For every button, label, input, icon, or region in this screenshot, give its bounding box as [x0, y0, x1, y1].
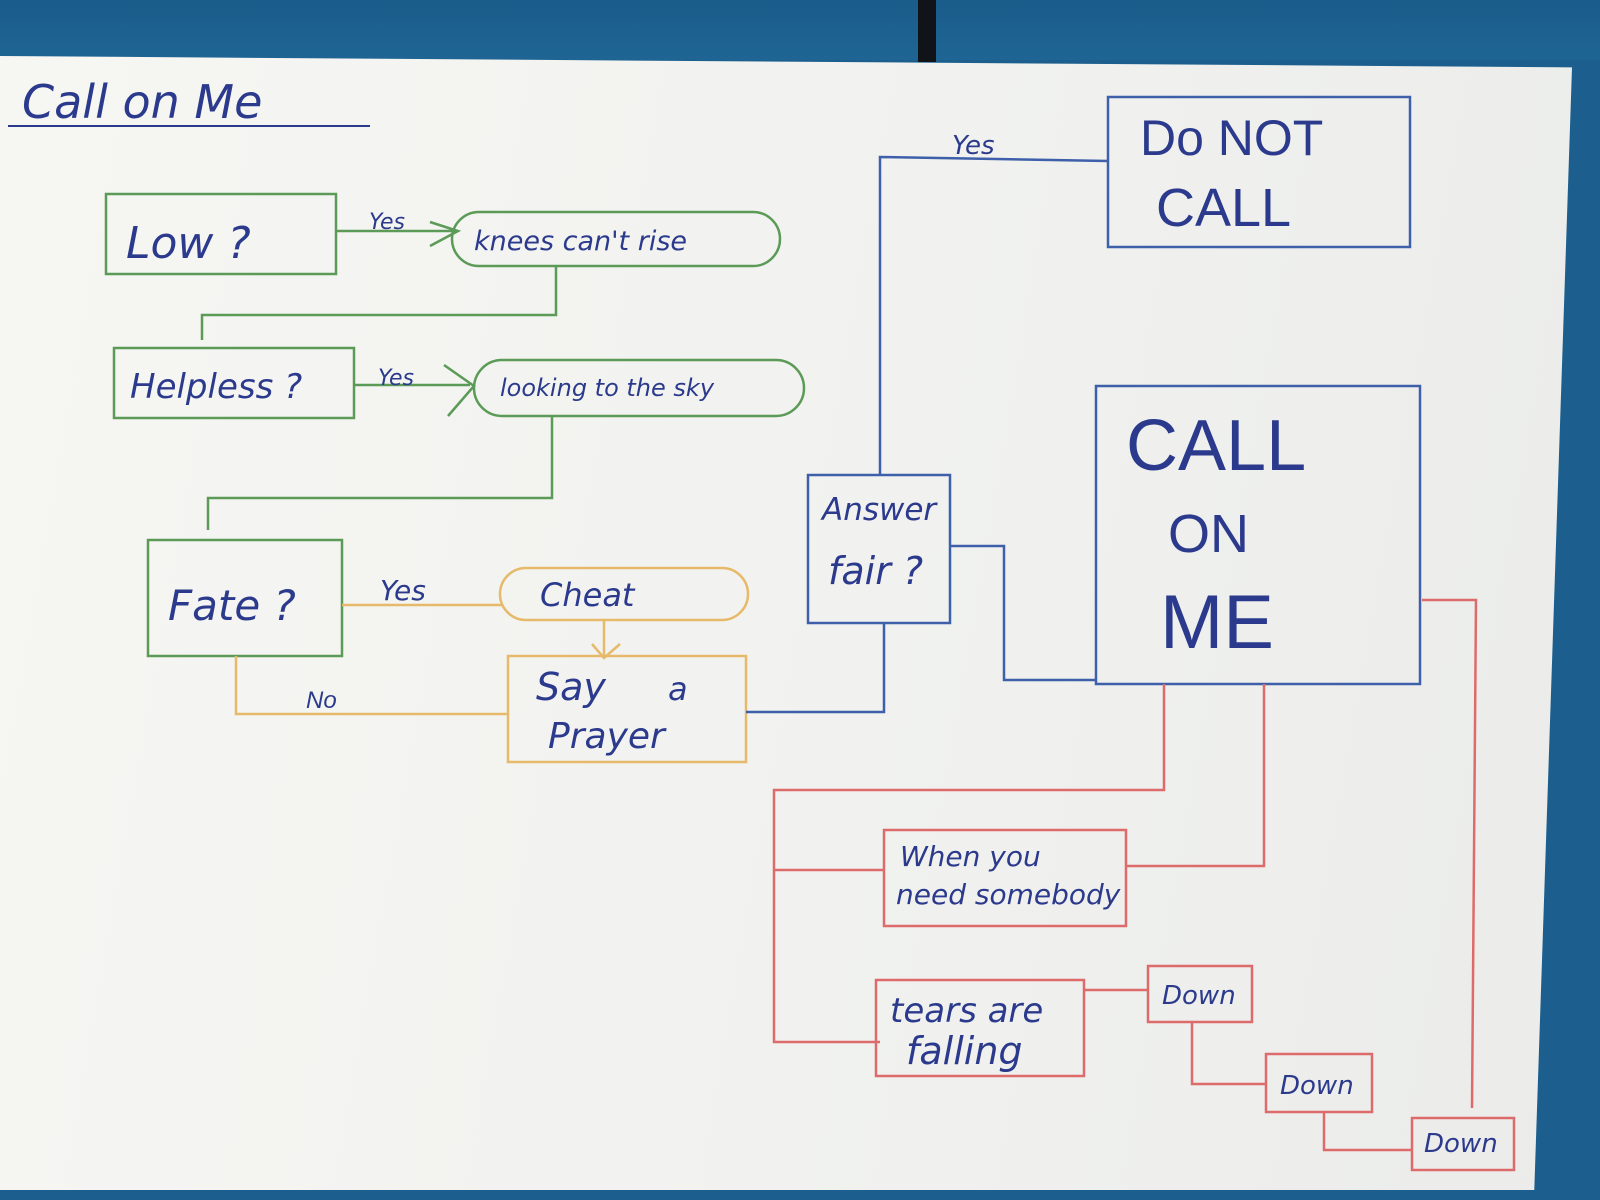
down1-label: Down: [1162, 981, 1236, 1011]
call-label: CALL: [1126, 406, 1306, 486]
down3-box: [1410, 1116, 1516, 1172]
do-not-call-label: CALL: [1156, 178, 1291, 238]
connector-looking-fate: [206, 416, 554, 530]
arrowhead-low-knees: [429, 220, 462, 248]
arrowhead-cheat-prayer: [591, 643, 621, 660]
looking-bubble: [472, 358, 806, 418]
down2-box: [1264, 1052, 1374, 1114]
helpless-label: Helpless ?: [130, 367, 302, 407]
answer-yes-label: Yes: [952, 131, 995, 161]
fate-box: [146, 538, 344, 658]
background-rod: [918, 0, 936, 62]
prayer-label: Prayer: [548, 716, 667, 757]
say-a-label: a: [668, 670, 688, 708]
knees-label: knees can't rise: [474, 226, 687, 257]
connector-fate-no: [234, 656, 508, 716]
connector-prayer-answer: [746, 624, 886, 714]
looking-label: looking to the sky: [500, 374, 715, 402]
low-yes-label: Yes: [369, 210, 405, 235]
when-label: When you: [900, 840, 1041, 873]
do-not-call-box: [1106, 95, 1412, 249]
down1-box: [1146, 964, 1254, 1024]
wall-background: [0, 0, 1600, 60]
cheat-label: Cheat: [540, 576, 636, 614]
me-label: ME: [1160, 580, 1274, 665]
red-section: [772, 598, 1516, 1172]
connector-answer-donot: [878, 155, 1109, 475]
down3-label: Down: [1424, 1129, 1498, 1159]
answer-label: Answer: [820, 492, 938, 528]
connector-callonme-right: [1422, 598, 1478, 1109]
orange-section: [234, 566, 750, 764]
connector-answer-callonme: [950, 544, 1096, 682]
tears-label: tears are: [890, 991, 1043, 1031]
helpless-box: [112, 346, 356, 420]
connector-down2-down3: [1322, 1112, 1412, 1152]
fair-label: fair ?: [828, 549, 923, 593]
knees-bubble: [450, 210, 782, 268]
title: Call on Me: [22, 75, 262, 129]
down2-label: Down: [1280, 1071, 1354, 1101]
connector-callonme-left: [772, 684, 1166, 1044]
call-on-me-box: [1094, 384, 1422, 686]
cheat-bubble: [498, 566, 750, 622]
paper-sheet: [0, 56, 1572, 1190]
fate-label: Fate ?: [168, 581, 296, 630]
fate-yes-label: Yes: [380, 574, 426, 607]
falling-label: falling: [906, 1029, 1023, 1073]
connector-callonme-when: [1126, 684, 1266, 868]
need-label: need somebody: [896, 878, 1121, 911]
connector-knees-helpless: [200, 266, 558, 340]
fate-no-label: No: [306, 687, 337, 714]
on-label: ON: [1168, 504, 1249, 564]
helpless-yes-label: Yes: [378, 366, 414, 391]
connector-down1-down2: [1190, 1022, 1266, 1086]
arrowhead-helpless-looking: [443, 363, 476, 417]
when-box: [882, 828, 1128, 928]
say-label: Say: [536, 665, 606, 709]
tears-box: [874, 978, 1086, 1078]
low-label: Low ?: [126, 218, 251, 269]
low-box: [104, 192, 338, 276]
do-not-label: Do NOT: [1140, 110, 1323, 166]
blue-section: [746, 95, 1422, 714]
say-prayer-box: [506, 654, 748, 764]
green-section: [104, 192, 806, 658]
